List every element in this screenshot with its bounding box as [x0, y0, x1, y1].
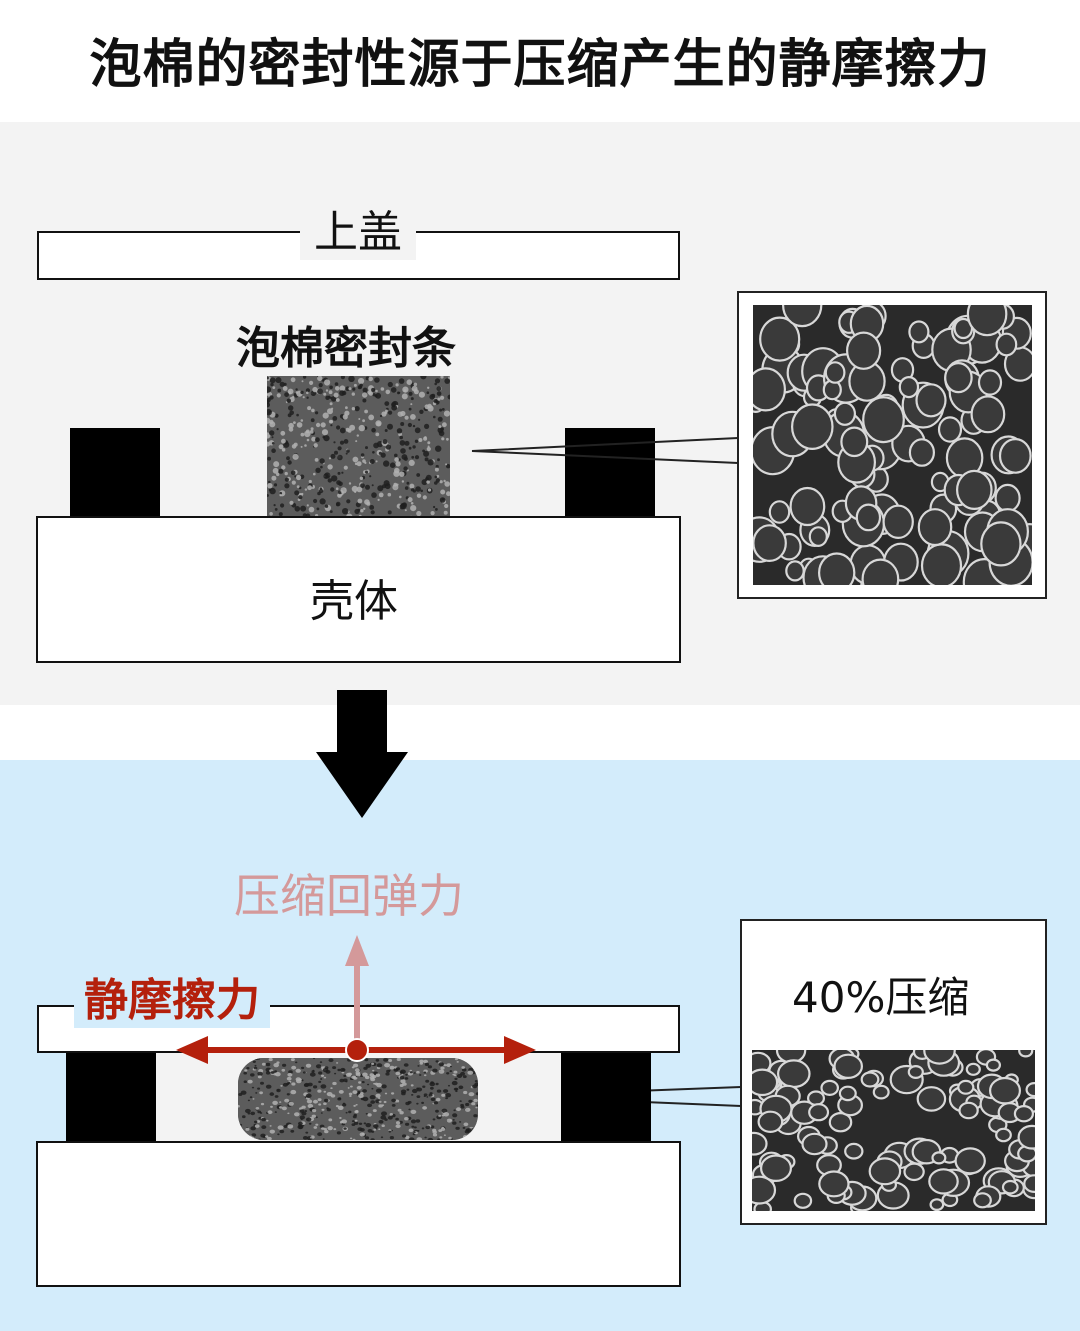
- foam-micrograph-compressed: [752, 1050, 1035, 1211]
- rebound-force-label: 压缩回弹力: [234, 869, 464, 923]
- compression-label: 40%压缩: [792, 973, 970, 1022]
- foam-strip-compressed: [238, 1058, 478, 1140]
- foam-strip-label: 泡棉密封条: [236, 323, 456, 374]
- static-friction-label: 静摩擦力: [74, 964, 270, 1028]
- bottom-housing-plate: [36, 1141, 681, 1287]
- lid-label: 上盖: [300, 196, 416, 260]
- top-right-post: [565, 428, 655, 518]
- foam-strip-uncompressed: [267, 376, 450, 518]
- bottom-left-post: [66, 1053, 156, 1142]
- housing-label: 壳体: [310, 576, 398, 627]
- cell-texture-large: [753, 305, 1032, 585]
- cell-texture-flat: [752, 1050, 1035, 1211]
- top-left-post: [70, 428, 160, 518]
- foam-micrograph-uncompressed: [753, 305, 1032, 585]
- diagram-title: 泡棉的密封性源于压缩产生的静摩擦力: [89, 35, 991, 95]
- bottom-right-post: [561, 1053, 651, 1142]
- foam-texture: [267, 376, 450, 518]
- housing-plate: [36, 516, 681, 663]
- foam-texture-compressed: [238, 1058, 478, 1140]
